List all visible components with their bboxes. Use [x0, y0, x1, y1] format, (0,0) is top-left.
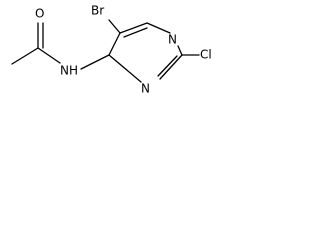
bond-c2-n3-outer	[159, 54, 183, 80]
bond-c5-c6-inner	[123, 27, 148, 38]
bonds	[11, 19, 200, 83]
chlorine-label: Cl	[200, 48, 212, 62]
ring-n-lower-label: N	[141, 82, 150, 96]
bond-carbonyl-amide-n	[37, 47, 61, 64]
bond-c5-bromine	[108, 19, 121, 34]
oxygen-label: O	[35, 7, 44, 21]
bromine-label: Br	[91, 4, 104, 18]
bond-c4-c5	[108, 32, 121, 56]
ring-n-upper-label: N	[168, 33, 177, 47]
bond-c2-n3-inner	[157, 55, 178, 77]
bond-n1-c2	[177, 45, 183, 56]
amide-nh-label: NH	[60, 64, 78, 78]
atom-labels: O NH Br N N Cl	[35, 4, 212, 96]
structure-diagram: O NH Br N N Cl	[11, 4, 212, 96]
bond-c5-c6-outer	[119, 22, 148, 34]
bond-methyl-carbonyl	[11, 47, 39, 65]
bond-c6-n1	[146, 22, 171, 34]
bond-amide-n-ring-c4	[80, 54, 110, 70]
bond-n3-c4	[108, 54, 142, 83]
